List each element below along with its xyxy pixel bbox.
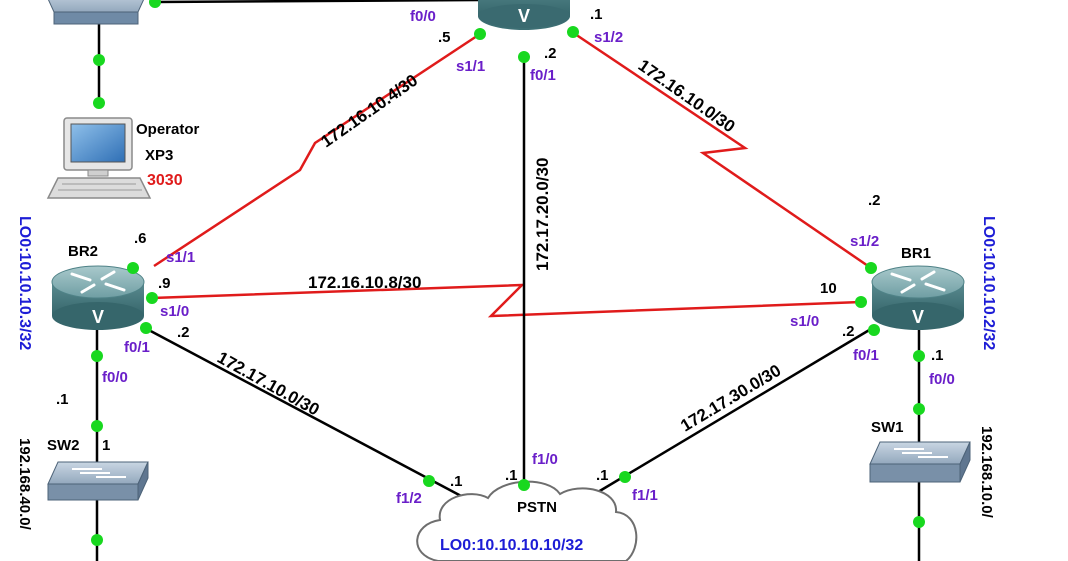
sw2-port: 1 — [102, 437, 110, 454]
br2-name: BR2 — [68, 243, 98, 260]
top-router-f0-0-label: f0/0 — [410, 8, 436, 25]
top-switch-icon[interactable] — [44, 0, 148, 25]
router-letter: V — [92, 307, 104, 327]
br2-s1-0-label: s1/0 — [160, 303, 189, 320]
br1-f0-1-ip: .2 — [842, 323, 855, 340]
br2-router-icon[interactable]: V — [51, 265, 145, 330]
br2-s1-1-label: s1/1 — [166, 249, 195, 266]
br1-f0-0-ip: .1 — [931, 347, 944, 364]
sw1-name: SW1 — [871, 419, 904, 436]
br2-f0-0-label: f0/0 — [102, 369, 128, 386]
br1-name: BR1 — [901, 245, 931, 262]
br2-s1-0-ip: .9 — [158, 275, 171, 292]
pstn-name: PSTN — [517, 499, 557, 516]
operator-pc-icon[interactable] — [46, 117, 152, 199]
interface-dots — [91, 0, 925, 546]
br2-loopback-label: LO0:10.10.10.3/32 — [16, 216, 33, 350]
subnet-label-r1-pstn: 172.17.20.0/30 — [533, 158, 552, 271]
top-router-f0-1-label: f0/1 — [530, 67, 556, 84]
sw1-subnet-label: 192.168.10.0/ — [978, 426, 995, 519]
serial-link-br2-br1 — [151, 283, 862, 318]
br1-s1-2-ip: .2 — [868, 192, 881, 209]
serial-link-r1-br1 — [571, 30, 872, 270]
sw2-name: SW2 — [47, 437, 80, 454]
sw2-subnet-label: 192.168.40.0/ — [16, 438, 33, 531]
sw2-switch-icon[interactable] — [47, 461, 149, 501]
pstn-f1-2-label: f1/2 — [396, 490, 422, 507]
router-letter: V — [912, 307, 924, 327]
router-letter: V — [518, 6, 530, 26]
br1-s1-2-label: s1/2 — [850, 233, 879, 250]
pstn-f1-0-ip: .1 — [505, 467, 518, 484]
pstn-f1-0-label: f1/0 — [532, 451, 558, 468]
serial-link-r1-br2 — [153, 32, 481, 268]
br2-f0-1-ip: .2 — [177, 324, 190, 341]
br1-f0-1-label: f0/1 — [853, 347, 879, 364]
pstn-f1-2-ip: .1 — [450, 473, 463, 490]
br1-f0-0-label: f0/0 — [929, 371, 955, 388]
top-router-s1-2-label: s1/2 — [594, 29, 623, 46]
top-router-icon[interactable]: V — [478, 0, 570, 30]
subnet-label-br1-pstn: 172.17.30.0/30 — [677, 361, 784, 436]
sw1-switch-icon[interactable] — [869, 441, 971, 483]
br1-s1-0-ip: 10 — [820, 280, 837, 297]
operator-name: Operator — [136, 121, 200, 138]
top-router-f0-1-ip: .2 — [544, 45, 557, 62]
br1-router-icon[interactable]: V — [871, 265, 965, 330]
pstn-loopback-label: LO0:10.10.10.10/32 — [440, 537, 583, 554]
pstn-f1-1-ip: .1 — [596, 467, 609, 484]
top-router-s1-1-label: s1/1 — [456, 58, 485, 75]
br2-f0-0-ip: .1 — [56, 391, 69, 408]
subnet-label-r1-br2: 172.16.10.4/30 — [317, 71, 421, 152]
operator-model: XP3 — [145, 147, 173, 164]
top-router-s1-1-ip: .5 — [438, 29, 451, 46]
br1-s1-0-label: s1/0 — [790, 313, 819, 330]
ethernet-link-br2-pstn — [144, 326, 464, 499]
pstn-f1-1-label: f1/1 — [632, 487, 658, 504]
subnet-label-br2-br1: 172.16.10.8/30 — [308, 273, 421, 292]
subnet-label-r1-br1: 172.16.10.0/30 — [635, 56, 739, 137]
br1-loopback-label: LO0:10.10.10.2/32 — [980, 216, 997, 350]
operator-console-port: 3030 — [147, 172, 183, 189]
subnet-label-br2-pstn: 172.17.10.0/30 — [214, 348, 322, 420]
link-top-switch-router — [154, 0, 481, 4]
br2-f0-1-label: f0/1 — [124, 339, 150, 356]
ethernet-link-br1-pstn — [597, 324, 877, 494]
top-router-s1-2-ip: .1 — [590, 6, 603, 23]
br2-s1-1-ip: .6 — [134, 230, 147, 247]
